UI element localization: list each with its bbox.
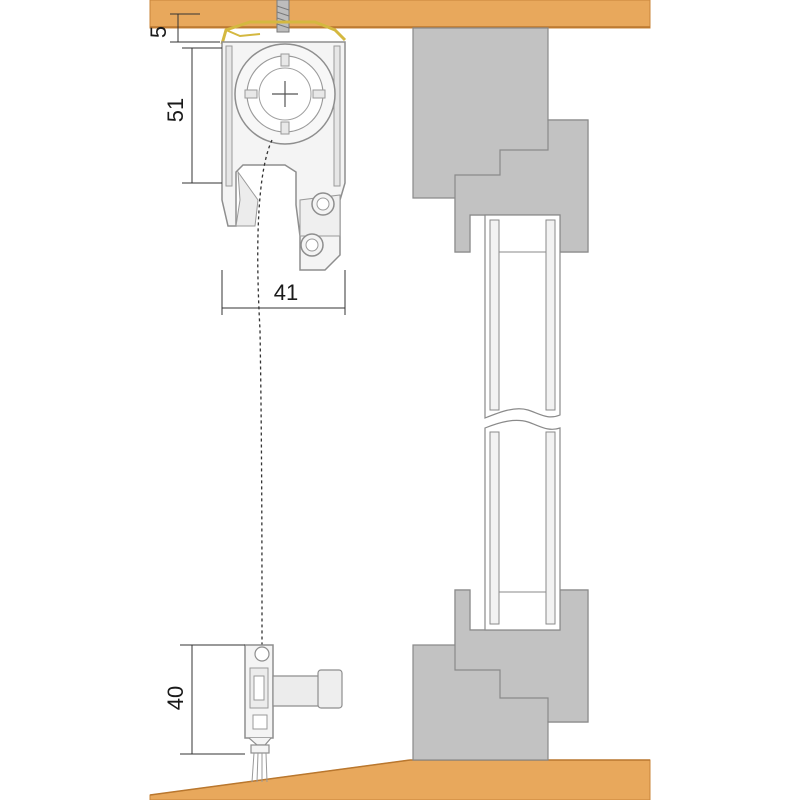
ceiling-board <box>149 0 651 29</box>
mounting-clip <box>220 20 347 45</box>
window-frame-lower <box>412 589 589 761</box>
cord-dashed-line <box>257 139 273 646</box>
dimension-head-height <box>182 47 222 184</box>
dimension-head-depth <box>221 270 346 315</box>
brush-seal-icon <box>251 752 268 783</box>
dimension-top-gap-label: 5 <box>146 26 171 38</box>
screw-icon <box>276 0 290 33</box>
gear-wheel-icon <box>234 43 336 145</box>
dimension-bottom-rail-label: 40 <box>163 686 188 710</box>
glass-sash-upper <box>484 214 561 419</box>
bracket-holes <box>300 192 335 257</box>
dimension-head-depth-label: 41 <box>274 280 298 305</box>
glass-sash-lower <box>484 419 561 631</box>
dimension-top-gap <box>170 13 220 43</box>
dimension-bottom-rail <box>180 644 245 755</box>
bottom-rail <box>244 644 343 754</box>
dimension-head-height-label: 51 <box>163 98 188 122</box>
floor-board <box>149 759 651 800</box>
